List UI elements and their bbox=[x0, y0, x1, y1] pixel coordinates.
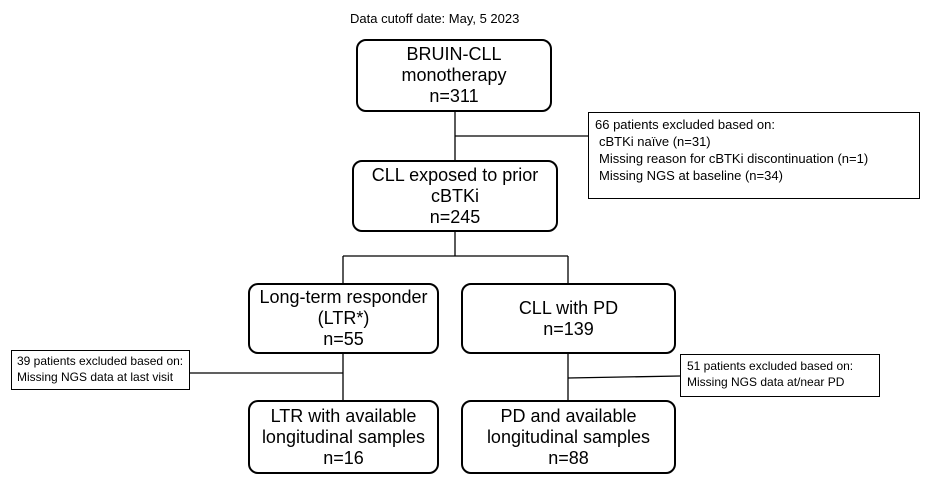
box-bruin-line-3: n=311 bbox=[429, 86, 479, 106]
cutoff-date-label: Data cutoff date: May, 5 2023 bbox=[350, 11, 520, 26]
note-66-item-1: cBTKi naïve (n=31) bbox=[599, 134, 711, 149]
box-bruin-cll: BRUIN-CLL monotherapy n=311 bbox=[356, 39, 552, 112]
box-ltr-long-line-1: LTR with available bbox=[270, 405, 417, 426]
box-exposed-line-3: n=245 bbox=[429, 206, 481, 227]
box-pd-line-1: CLL with PD bbox=[518, 297, 619, 318]
box-ltr-long-line-2: longitudinal samples bbox=[261, 426, 426, 447]
box-long-term-responder: Long-term responder (LTR*) n=55 bbox=[248, 283, 439, 354]
box-ltr-long-line-3: n=16 bbox=[323, 447, 364, 468]
note-excluded-39: 39 patients excluded based on: Missing N… bbox=[11, 350, 190, 390]
note-excluded-66: 66 patients excluded based on: cBTKi naï… bbox=[588, 112, 920, 199]
note-66-item-3: Missing NGS at baseline (n=34) bbox=[599, 168, 783, 183]
note-excluded-51: 51 patients excluded based on: Missing N… bbox=[680, 354, 880, 397]
box-bruin-line-1: BRUIN-CLL bbox=[406, 44, 502, 64]
box-pd-long-line-2: longitudinal samples bbox=[486, 426, 651, 447]
note-39-item-1: Missing NGS data at last visit bbox=[17, 370, 174, 384]
box-ltr-line-3: n=55 bbox=[323, 329, 364, 349]
box-ltr-line-1: Long-term responder bbox=[259, 287, 428, 307]
note-51-item-1: Missing NGS data at/near PD bbox=[687, 375, 845, 389]
box-cll-with-pd: CLL with PD n=139 bbox=[461, 283, 676, 354]
note-66-header: 66 patients excluded based on: bbox=[595, 117, 775, 132]
box-exposed-line-2: cBTKi bbox=[430, 185, 479, 206]
note-51-header: 51 patients excluded based on: bbox=[687, 359, 854, 373]
note-39-header: 39 patients excluded based on: bbox=[17, 354, 184, 368]
box-ltr-longitudinal: LTR with available longitudinal samples … bbox=[248, 400, 439, 474]
note-66-item-2: Missing reason for cBTKi discontinuation… bbox=[599, 151, 869, 166]
box-bruin-line-2: monotherapy bbox=[401, 65, 507, 85]
box-pd-line-2: n=139 bbox=[543, 318, 594, 339]
box-cll-exposed: CLL exposed to prior cBTKi n=245 bbox=[352, 160, 558, 232]
connector-to-excl51 bbox=[567, 375, 681, 379]
box-pd-long-line-1: PD and available bbox=[500, 405, 637, 426]
box-pd-longitudinal: PD and available longitudinal samples n=… bbox=[461, 400, 676, 474]
box-exposed-line-1: CLL exposed to prior bbox=[371, 164, 539, 185]
box-ltr-line-2: (LTR*) bbox=[317, 308, 370, 328]
box-pd-long-line-3: n=88 bbox=[548, 447, 589, 468]
